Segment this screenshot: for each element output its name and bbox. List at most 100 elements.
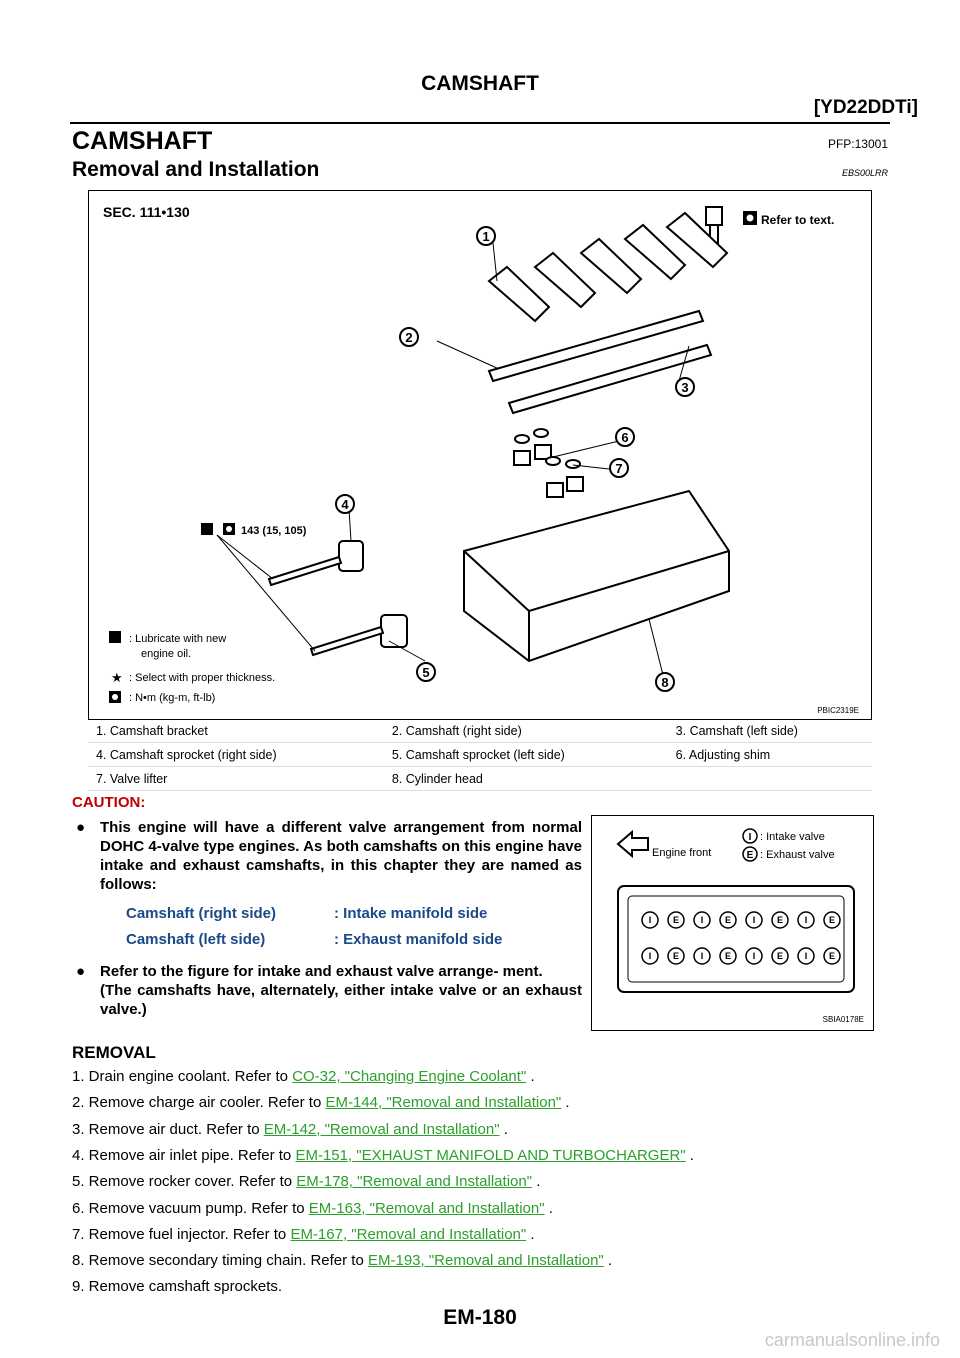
removal-step: 5. Remove rocker cover. Refer to EM-178,…: [72, 1173, 541, 1191]
caution-bullet-2: ● Refer to the figure for intake and exh…: [76, 963, 582, 1018]
intake-valve: [797, 947, 815, 965]
removal-step: 1. Drain engine coolant. Refer to CO-32,…: [72, 1068, 535, 1085]
callout-7: 7: [615, 461, 622, 476]
reference-link[interactable]: CO-32, "Changing Engine Coolant": [292, 1068, 527, 1085]
intake-valve-label: I: [805, 915, 808, 925]
legend-lubricate-2: engine oil.: [141, 648, 191, 660]
subsection-code: EBS00LRR: [841, 168, 888, 178]
section-title: CAMSHAFT: [72, 127, 213, 155]
head-outline: [617, 885, 855, 993]
callout-3: 3: [681, 380, 688, 395]
reference-link[interactable]: EM-167, "Removal and Installation": [290, 1225, 527, 1243]
cylinder-head: [463, 489, 730, 663]
sec-label: SEC. 111•130: [103, 204, 190, 220]
part-cell: 2. Camshaft (right side): [383, 719, 668, 743]
camshaft-brackets: [487, 211, 729, 323]
cam-right-row: Camshaft (right side) : Intake manifold …: [126, 905, 488, 922]
part-cell: 4. Camshaft sprocket (right side): [88, 742, 384, 767]
exhaust-valve-label: E: [725, 951, 731, 961]
reference-link[interactable]: EM-151, "EXHAUST MANIFOLD AND TURBOCHARG…: [295, 1146, 686, 1164]
pfp-code: PFP:13001: [827, 137, 888, 151]
exhaust-valve: [823, 947, 841, 965]
valve-arrangement-figure: Engine front I : Intake valve E : Exhaus…: [591, 815, 874, 1031]
removal-step: 9. Remove camshaft sprockets.: [72, 1278, 283, 1296]
intake-valve: [693, 947, 711, 965]
page-header-title: CAMSHAFT: [421, 72, 539, 95]
caution-label: CAUTION:: [72, 794, 146, 811]
torque-icon: [743, 211, 757, 225]
engine-front-label: Engine front: [652, 847, 711, 859]
figure2-code: SBIA0178E: [823, 1015, 864, 1024]
bullet-icon: ●: [76, 963, 86, 980]
removal-step: 7. Remove fuel injector. Refer to EM-167…: [72, 1225, 535, 1243]
exhaust-valve: [771, 947, 789, 965]
reference-link[interactable]: EM-142, "Removal and Installation": [263, 1120, 500, 1138]
legend-lubricate: : Lubricate with new: [129, 633, 226, 645]
exhaust-valve: [823, 911, 841, 929]
part-cell: 3. Camshaft (left side): [667, 719, 872, 743]
intake-valve-label: I: [805, 951, 808, 961]
reference-link[interactable]: EM-163, "Removal and Installation": [308, 1199, 545, 1217]
intake-valve: [797, 911, 815, 929]
shims-lifters: [513, 428, 584, 498]
intake-valve-label: I: [753, 951, 756, 961]
removal-heading: REMOVAL: [72, 1043, 156, 1062]
intake-valve-label: I: [649, 915, 652, 925]
part-cell: 7. Valve lifter: [88, 766, 384, 791]
exhaust-valve: [719, 947, 737, 965]
removal-step: 6. Remove vacuum pump. Refer to EM-163, …: [72, 1199, 553, 1217]
exhaust-valve-label: E: [673, 951, 679, 961]
exhaust-valve-label: E: [829, 915, 835, 925]
reference-link[interactable]: EM-193, "Removal and Installation": [367, 1252, 604, 1270]
intake-label: : Intake valve: [760, 831, 825, 843]
exhaust-valve-label: E: [725, 915, 731, 925]
callout-6: 6: [621, 430, 628, 445]
caution-bullet-1: ● This engine will have a different valv…: [76, 819, 582, 893]
camshaft-exploded-figure: SEC. 111•130 Refer to text.: [88, 190, 872, 720]
intake-valve-label: I: [649, 951, 652, 961]
exhaust-valve-label: E: [673, 915, 679, 925]
exhaust-valve-label: E: [777, 951, 783, 961]
exhaust-symbol: E: [747, 850, 754, 861]
watermark: carmanualsonline.info: [764, 1330, 940, 1350]
removal-step: 3. Remove air duct. Refer to EM-142, "Re…: [72, 1120, 508, 1138]
removal-step: 8. Remove secondary timing chain. Refer …: [72, 1252, 613, 1270]
exhaust-label: : Exhaust valve: [760, 849, 835, 861]
callout-1: 1: [482, 229, 489, 244]
reference-link[interactable]: EM-178, "Removal and Installation": [296, 1173, 533, 1191]
parts-list-table: 1. Camshaft bracket 2. Camshaft (right s…: [88, 719, 872, 791]
bullet-icon: ●: [76, 819, 86, 836]
header-rule: [70, 122, 890, 124]
table-row: 1. Camshaft bracket 2. Camshaft (right s…: [88, 719, 872, 743]
exhaust-valve-label: E: [777, 915, 783, 925]
callout-8: 8: [661, 675, 668, 690]
table-row: 4. Camshaft sprocket (right side) 5. Cam…: [88, 742, 872, 767]
intake-valve: [641, 947, 659, 965]
exhaust-valve: [667, 911, 685, 929]
subsection-title: Removal and Installation: [72, 158, 320, 181]
removal-step: 2. Remove charge air cooler. Refer to EM…: [72, 1094, 570, 1112]
cam-left-row: Camshaft (left side) : Exhaust manifold …: [126, 931, 503, 948]
callout-5: 5: [422, 665, 429, 680]
camshafts: [487, 309, 713, 415]
intake-symbol: I: [749, 832, 752, 843]
exhaust-valve: [771, 911, 789, 929]
intake-valve: [745, 947, 763, 965]
part-cell: 1. Camshaft bracket: [88, 719, 384, 743]
callout-2: 2: [405, 330, 412, 345]
arrow-left-icon: [616, 829, 649, 859]
star-icon: ★: [111, 670, 123, 685]
part-cell: 5. Camshaft sprocket (left side): [383, 742, 668, 767]
exhaust-valve-label: E: [829, 951, 835, 961]
intake-valve-label: I: [753, 915, 756, 925]
engine-code: [YD22DDTi]: [813, 97, 918, 118]
intake-valve: [641, 911, 659, 929]
table-row: 7. Valve lifter 8. Cylinder head: [88, 766, 872, 791]
legend-select: : Select with proper thickness.: [129, 672, 275, 684]
refer-text: Refer to text.: [761, 213, 834, 227]
torque-value: 143 (15, 105): [241, 525, 307, 537]
exhaust-valve: [667, 947, 685, 965]
intake-valve: [693, 911, 711, 929]
legend-torque: : N•m (kg-m, ft-lb): [129, 692, 215, 704]
reference-link[interactable]: EM-144, "Removal and Installation": [325, 1094, 562, 1112]
